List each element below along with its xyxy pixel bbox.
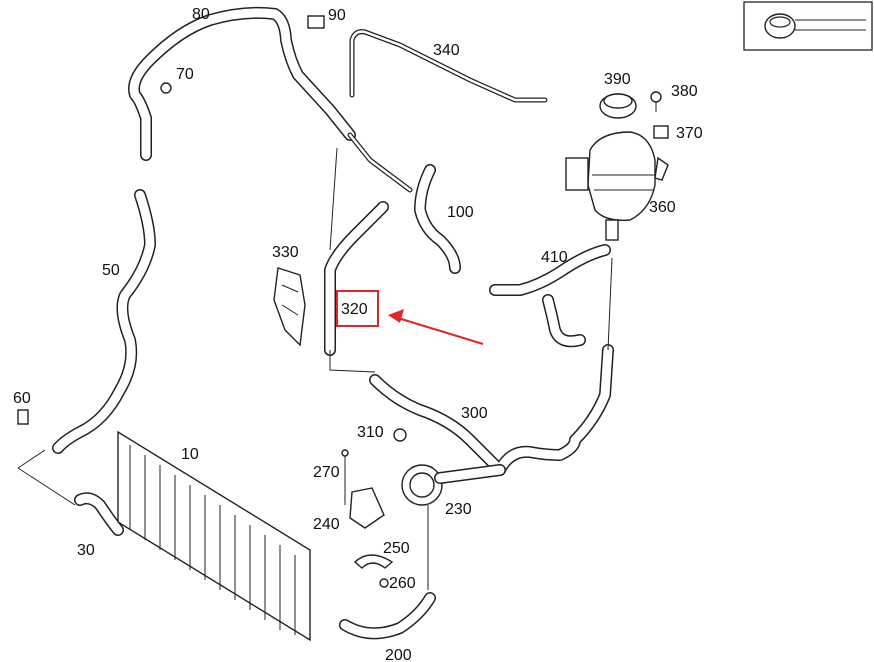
expansion-tank-360 [565, 131, 669, 241]
label-90: 90 [328, 7, 346, 24]
bolt-260 [379, 578, 389, 588]
label-360: 360 [649, 199, 676, 216]
bracket-240 [349, 487, 385, 529]
hose-200[interactable] [339, 592, 436, 640]
label-410: 410 [541, 249, 568, 266]
label-200: 200 [385, 647, 412, 662]
thermostat-230 [401, 464, 506, 506]
hose-320[interactable] [324, 201, 389, 356]
label-60: 60 [13, 390, 31, 407]
hose-300[interactable] [369, 344, 614, 476]
label-240: 240 [313, 516, 340, 533]
label-50: 50 [102, 262, 120, 279]
label-260: 260 [389, 575, 416, 592]
clip-70 [160, 82, 172, 94]
label-270: 270 [313, 464, 340, 481]
part-labels: 80 90 70 340 390 380 370 360 100 410 50 … [13, 6, 703, 662]
label-310: 310 [357, 424, 384, 441]
label-330: 330 [272, 244, 299, 261]
hose-50[interactable] [52, 189, 156, 454]
label-250: 250 [383, 540, 410, 557]
label-10: 10 [181, 446, 199, 463]
bolt-380 [650, 91, 662, 112]
label-300: 300 [461, 405, 488, 422]
hose-100[interactable] [414, 164, 461, 274]
label-320: 320 [341, 301, 368, 318]
clip-90 [307, 15, 325, 29]
label-100: 100 [447, 204, 474, 221]
sensor-60 [17, 409, 29, 425]
radiator-10 [117, 430, 311, 642]
label-30: 30 [77, 542, 95, 559]
bolt-270 [341, 449, 349, 505]
hose-410[interactable] [489, 244, 611, 348]
cap-390 [599, 93, 637, 119]
label-230: 230 [445, 501, 472, 518]
bracket-330 [273, 267, 306, 347]
clip-310 [393, 428, 407, 442]
clip-370 [653, 125, 669, 139]
hose-30[interactable] [74, 492, 124, 536]
hose-80[interactable] [128, 6, 356, 161]
label-70: 70 [176, 66, 194, 83]
label-340: 340 [433, 42, 460, 59]
label-80: 80 [192, 6, 210, 23]
clamp-250 [353, 554, 394, 569]
label-390: 390 [604, 71, 631, 88]
label-370: 370 [676, 125, 703, 142]
pipe-340[interactable] [347, 29, 548, 193]
highlight-320 [336, 290, 484, 345]
label-380: 380 [671, 83, 698, 100]
reservoir-cap-inset [743, 1, 873, 51]
